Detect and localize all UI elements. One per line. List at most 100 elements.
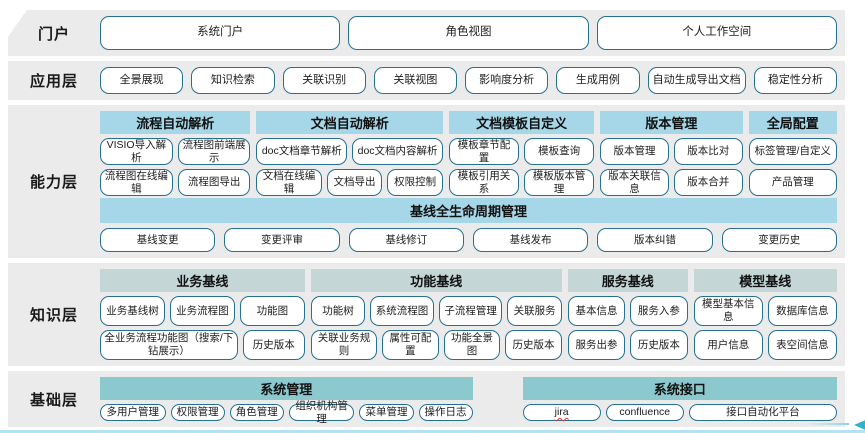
baseline-box: 变更历史 [721, 228, 837, 252]
application-box: 知识检索 [191, 67, 275, 94]
foundation-box: 多用户管理 [100, 404, 166, 421]
portal-box: 系统门户 [100, 16, 341, 50]
group-function-baseline: 功能基线 功能树 系统流程图 子流程管理 关联服务 关联业务规则 属性可配置 功… [310, 269, 562, 360]
layer-portal: 门户 系统门户 角色视图 个人工作空间 [8, 10, 845, 56]
knowledge-box: 服务入参 [630, 296, 688, 326]
knowledge-groups: 业务基线 业务基线树 业务流程图 功能图 全业务流程功能图（搜索/下钻展示） 历… [100, 269, 838, 360]
knowledge-box: 历史版本 [505, 330, 562, 360]
application-box: 关联识别 [282, 67, 366, 94]
group-service-baseline: 服务基线 基本信息 服务入参 服务出参 历史版本 [567, 269, 688, 360]
group-doc-template-custom: 文档模板自定义 模板章节配置 模板查询 模板引用关系 模板版本管理 [448, 111, 595, 196]
layer-label-capability: 能力层 [29, 174, 78, 191]
group-header-baseline-lifecycle: 基线全生命周期管理 [100, 198, 837, 223]
baseline-box: 变更评审 [224, 228, 340, 252]
arrow-tail-line [805, 423, 849, 425]
capability-box: 流程图前端展示 [177, 138, 251, 165]
knowledge-box: 用户信息 [693, 330, 763, 360]
application-box: 全景展现 [100, 67, 184, 94]
application-box: 关联视图 [373, 67, 457, 94]
foundation-box: 菜单管理 [359, 404, 414, 421]
application-box: 生成用例 [556, 67, 640, 94]
layer-application: 应用层 全景展现 知识检索 关联识别 关联视图 影响度分析 生成用例 自动生成导… [8, 61, 845, 100]
group-header: 文档模板自定义 [448, 111, 595, 134]
knowledge-box: 历史版本 [242, 330, 305, 360]
knowledge-box: 功能全景图 [443, 330, 501, 360]
layer-label-foundation: 基础层 [29, 391, 78, 409]
knowledge-box: 数据库信息 [767, 296, 838, 326]
foundation-box: 操作日志 [418, 404, 473, 421]
knowledge-box: 服务出参 [567, 330, 626, 360]
group-global-config: 全局配置 标签管理/自定义 产品管理 [748, 111, 838, 196]
capability-box: 版本管理 [600, 138, 669, 165]
knowledge-box: 功能图 [239, 296, 305, 326]
group-header: 系统管理 [100, 377, 473, 400]
layer-capability: 能力层 流程自动解析 VISIO导入解析 流程图前端展示 流程图在线编辑 流程图… [8, 105, 845, 258]
group-header: 版本管理 [600, 111, 743, 134]
knowledge-box: 全业务流程功能图（搜索/下钻展示） [100, 330, 238, 360]
group-system-management: 系统管理 多用户管理 权限管理 角色管理 组织机构管理 菜单管理 操作日志 [100, 377, 473, 425]
capability-box: VISIO导入解析 [100, 138, 173, 165]
knowledge-box: 历史版本 [630, 330, 688, 360]
knowledge-box: 关联业务规则 [310, 330, 378, 360]
foundation-box: 接口自动化平台 [688, 404, 838, 421]
group-header: 业务基线 [100, 269, 305, 292]
group-header: 文档自动解析 [256, 111, 443, 134]
capability-box: 产品管理 [748, 169, 838, 196]
knowledge-box: 属性可配置 [382, 330, 439, 360]
foundation-box-jira: jira [522, 404, 601, 421]
baseline-box: 基线发布 [472, 228, 589, 252]
application-box: 影响度分析 [465, 67, 549, 94]
baseline-box: 基线变更 [100, 228, 216, 252]
foundation-box-confluence: confluence [605, 404, 684, 421]
capability-box: 版本合并 [673, 169, 743, 196]
layer-label-application: 应用层 [29, 73, 78, 90]
knowledge-box: 业务基线树 [100, 296, 165, 326]
capability-box: 文档在线编辑 [256, 169, 322, 196]
group-header: 功能基线 [310, 269, 562, 292]
capability-box: doc文档内容解析 [352, 138, 443, 165]
foundation-groups: 系统管理 多用户管理 权限管理 角色管理 组织机构管理 菜单管理 操作日志 系统… [100, 377, 838, 425]
left-arrow-icon [854, 418, 865, 432]
capability-box: 权限控制 [387, 169, 443, 196]
knowledge-box: 子流程管理 [438, 296, 503, 326]
foundation-box: 权限管理 [170, 404, 225, 421]
capability-box: 模板查询 [524, 138, 595, 165]
application-box: 稳定性分析 [753, 67, 838, 94]
layer-foundation: 基础层 系统管理 多用户管理 权限管理 角色管理 组织机构管理 菜单管理 操作日… [8, 371, 845, 427]
knowledge-box: 功能树 [310, 296, 366, 326]
group-system-interface: 系统接口 jira confluence 接口自动化平台 [522, 377, 838, 421]
knowledge-box: 系统流程图 [370, 296, 434, 326]
knowledge-box: 业务流程图 [169, 296, 235, 326]
knowledge-box: 基本信息 [567, 296, 626, 326]
portal-box: 个人工作空间 [596, 16, 837, 50]
capability-box: 流程图导出 [177, 169, 251, 196]
baseline-row: 基线变更 变更评审 基线修订 基线发布 版本纠错 变更历史 [100, 228, 837, 252]
capability-box: 版本关联信息 [600, 169, 669, 196]
group-version-management: 版本管理 版本管理 版本比对 版本关联信息 版本合并 [600, 111, 743, 196]
application-row: 全景展现 知识检索 关联识别 关联视图 影响度分析 生成用例 自动生成导出文档 … [100, 67, 838, 94]
knowledge-box: 表空间信息 [767, 330, 838, 360]
portal-box: 角色视图 [348, 16, 589, 50]
knowledge-box: 关联服务 [507, 296, 562, 326]
layer-label-knowledge: 知识层 [29, 307, 78, 324]
capability-box: 模板章节配置 [448, 138, 520, 165]
group-doc-auto-parse: 文档自动解析 doc文档章节解析 doc文档内容解析 文档在线编辑 文档导出 权… [256, 111, 443, 196]
bottom-accent-line [0, 430, 865, 433]
group-header: 系统接口 [522, 377, 837, 400]
capability-box: 模板版本管理 [524, 169, 595, 196]
group-header: 流程自动解析 [100, 111, 251, 134]
capability-box: 模板引用关系 [448, 169, 520, 196]
capability-box: doc文档章节解析 [256, 138, 348, 165]
capability-box: 文档导出 [326, 169, 383, 196]
group-header: 服务基线 [567, 269, 688, 292]
capability-groups: 流程自动解析 VISIO导入解析 流程图前端展示 流程图在线编辑 流程图导出 文… [100, 111, 838, 196]
portal-row: 系统门户 角色视图 个人工作空间 [100, 16, 837, 50]
capability-box: 标签管理/自定义 [748, 138, 838, 165]
group-model-baseline: 模型基线 模型基本信息 数据库信息 用户信息 表空间信息 [693, 269, 838, 360]
foundation-box: 组织机构管理 [288, 400, 355, 425]
group-header: 模型基线 [693, 269, 837, 292]
layer-knowledge: 知识层 业务基线 业务基线树 业务流程图 功能图 全业务流程功能图（搜索/下钻展… [8, 263, 845, 366]
group-business-baseline: 业务基线 业务基线树 业务流程图 功能图 全业务流程功能图（搜索/下钻展示） 历… [100, 269, 305, 360]
group-process-auto-parse: 流程自动解析 VISIO导入解析 流程图前端展示 流程图在线编辑 流程图导出 [100, 111, 251, 196]
